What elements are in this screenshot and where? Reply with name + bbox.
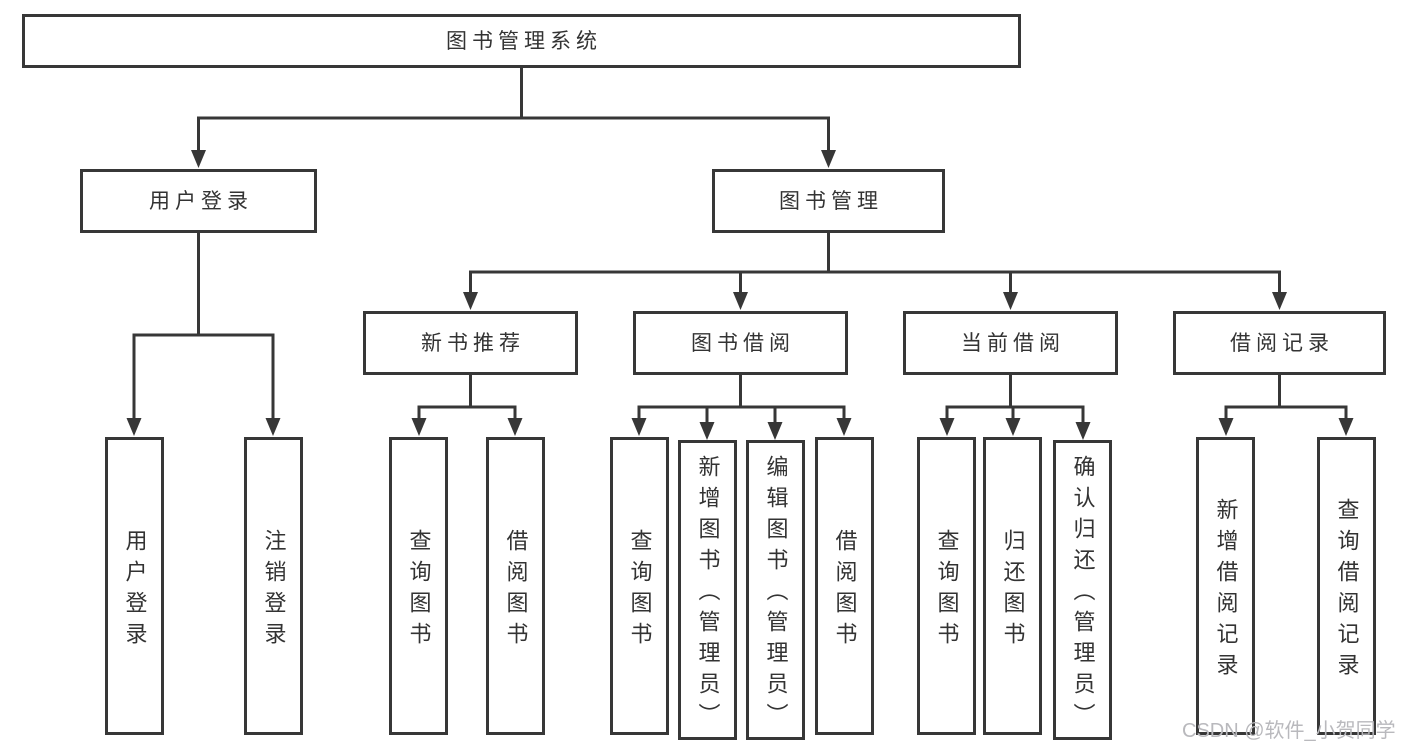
leaf-user-login: 用户登录 (105, 437, 164, 735)
branch-current-borrow: 当前借阅 (903, 311, 1118, 375)
leaf-edit-books-admin: 编辑图书（管理员） (746, 440, 805, 740)
branch-book-borrow-label: 图书借阅 (691, 331, 795, 355)
branch-new-book-recommend-label: 新书推荐 (421, 331, 525, 355)
leaf-current-query-books-label: 查询图书 (934, 528, 960, 653)
connector-paths (132, 68, 1348, 422)
branch-user-login: 用户登录 (80, 169, 317, 233)
leaf-return-books: 归还图书 (983, 437, 1042, 735)
arrowheads (126, 150, 1354, 440)
branch-current-borrow-label: 当前借阅 (961, 331, 1065, 355)
leaf-add-books-admin-label: 新增图书（管理员） (695, 455, 721, 734)
branch-new-book-recommend: 新书推荐 (363, 311, 578, 375)
leaf-user-login-label: 用户登录 (122, 528, 148, 653)
node-root: 图书管理系统 (22, 14, 1021, 68)
leaf-logout: 注销登录 (244, 437, 303, 735)
leaf-borrow-query-books-label: 查询图书 (627, 528, 653, 653)
branch-user-login-label: 用户登录 (149, 189, 253, 213)
branch-borrow-records-label: 借阅记录 (1230, 331, 1334, 355)
branch-book-management: 图书管理 (712, 169, 945, 233)
branch-book-management-label: 图书管理 (779, 189, 883, 213)
leaf-borrow-query-books: 查询图书 (610, 437, 669, 735)
branch-book-borrow: 图书借阅 (633, 311, 848, 375)
leaf-current-query-books: 查询图书 (917, 437, 976, 735)
leaf-confirm-return-admin: 确认归还（管理员） (1053, 440, 1112, 740)
leaf-query-borrow-record-label: 查询借阅记录 (1334, 497, 1360, 684)
leaf-recommend-query-books: 查询图书 (389, 437, 448, 735)
leaf-add-borrow-record: 新增借阅记录 (1196, 437, 1255, 735)
leaf-recommend-borrow-books: 借阅图书 (486, 437, 545, 735)
branch-borrow-records: 借阅记录 (1173, 311, 1386, 375)
node-root-label: 图书管理系统 (446, 29, 602, 53)
leaf-recommend-query-books-label: 查询图书 (406, 528, 432, 653)
leaf-confirm-return-admin-label: 确认归还（管理员） (1070, 455, 1096, 734)
leaf-return-books-label: 归还图书 (1000, 528, 1026, 653)
leaf-logout-label: 注销登录 (261, 528, 287, 653)
leaf-borrow-books-label: 借阅图书 (832, 528, 858, 653)
leaf-query-borrow-record: 查询借阅记录 (1317, 437, 1376, 735)
leaf-add-borrow-record-label: 新增借阅记录 (1213, 497, 1239, 684)
leaf-add-books-admin: 新增图书（管理员） (678, 440, 737, 740)
csdn-watermark: CSDN @软件_小贺同学 (1182, 720, 1396, 742)
leaf-recommend-borrow-books-label: 借阅图书 (503, 528, 529, 653)
leaf-borrow-books: 借阅图书 (815, 437, 874, 735)
leaf-edit-books-admin-label: 编辑图书（管理员） (763, 455, 789, 734)
